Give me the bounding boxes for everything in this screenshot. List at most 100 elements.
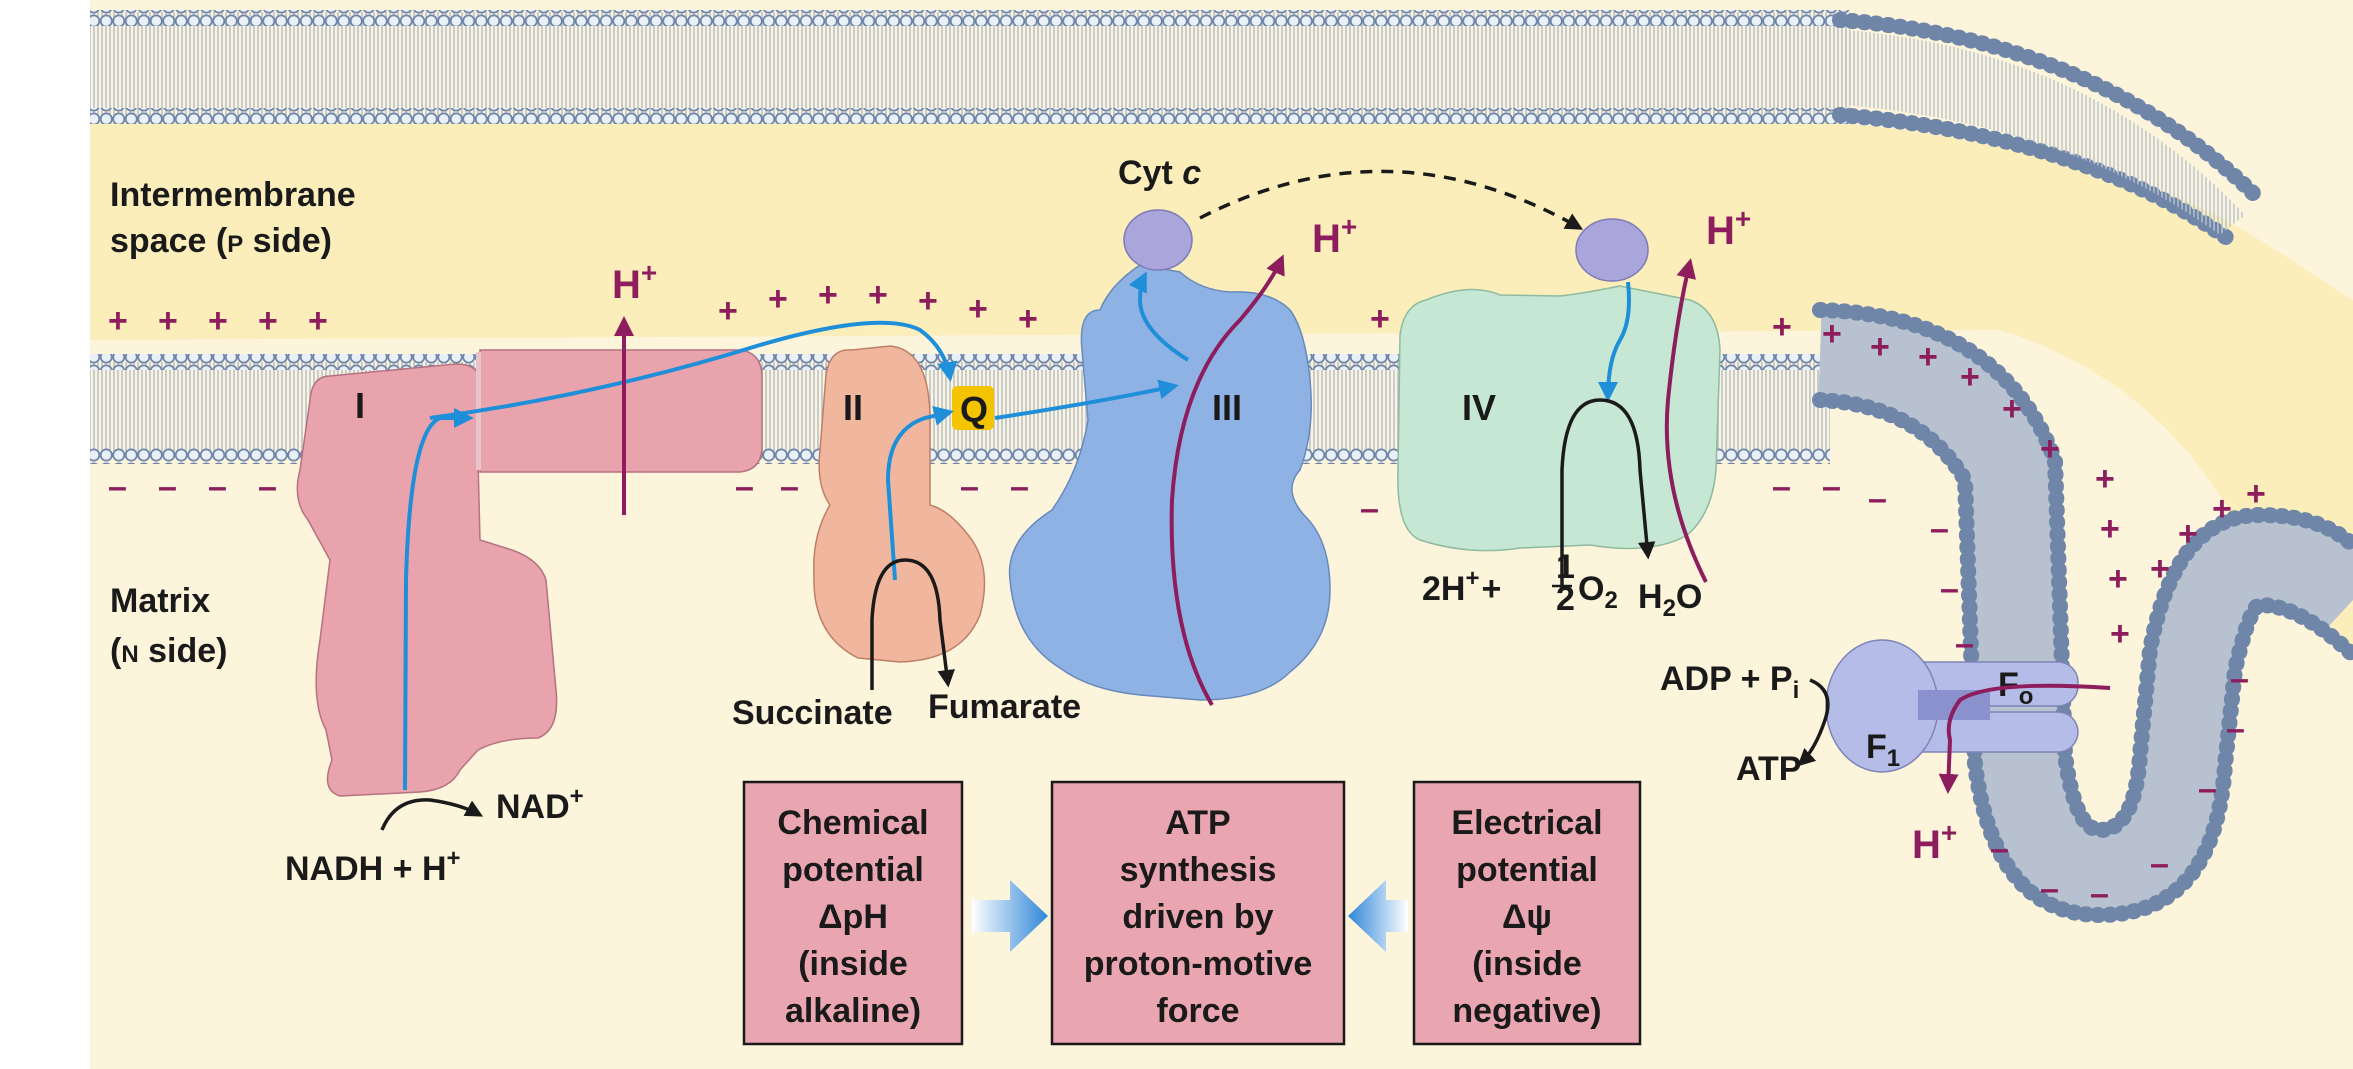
nadh-label: NADH + H+ [285, 845, 461, 888]
svg-text:potential: potential [1456, 851, 1598, 889]
cytochrome-c-1 [1123, 209, 1193, 271]
intermembrane-region [90, 120, 2353, 660]
minus-charge: – [108, 468, 127, 506]
proton-label-complex-IV: H+ [1706, 203, 1751, 253]
reaction-arrows [380, 398, 1830, 831]
minus-charge: – [780, 468, 799, 506]
proton-label-complex-I: H+ [612, 257, 657, 307]
svg-text:proton-motive: proton-motive [1084, 945, 1313, 983]
minus-charge: – [1955, 625, 1974, 663]
electrical-potential-box: Electrical potential Δψ (inside negative… [1412, 780, 1642, 1046]
oxygen-fraction-den: 2 [1556, 580, 1575, 618]
plus-charge: + [818, 276, 838, 314]
plus-charge: + [2100, 510, 2120, 548]
plus-charge: + [768, 280, 788, 318]
complex-I-label: I [355, 385, 365, 426]
plus-charge: + [1822, 315, 1842, 353]
arrow-electrical-to-atp [1348, 880, 1408, 952]
adp-pi-label: ADP + Pi [1660, 660, 1799, 704]
plus-charge: + [108, 302, 128, 340]
svg-text:negative): negative) [1452, 992, 1601, 1030]
svg-text:ATP: ATP [1165, 804, 1230, 842]
plus-charge: + [1960, 358, 1980, 396]
svg-text:driven by: driven by [1122, 898, 1273, 936]
atp-label: ATP [1736, 750, 1801, 788]
complex-I-arm [479, 349, 763, 473]
svg-text:alkaline): alkaline) [785, 992, 921, 1030]
svg-text:force: force [1156, 992, 1239, 1030]
chemical-potential-box: Chemical potential ΔpH (inside alkaline) [742, 780, 964, 1046]
minus-charge: – [1868, 480, 1887, 518]
matrix-label-line2: (N side) [110, 632, 227, 670]
plus-charge: + [1370, 300, 1390, 338]
minus-charge: – [1772, 468, 1791, 506]
ubiquinone-Q-label: Q [960, 389, 988, 430]
minus-charge: – [1822, 468, 1841, 506]
nad-label: NAD+ [496, 783, 584, 826]
minus-charge: – [960, 468, 979, 506]
svg-text:Electrical: Electrical [1451, 804, 1602, 842]
fumarate-label: Fumarate [928, 688, 1081, 726]
F1-label: F1 [1866, 728, 1900, 772]
plus-charge: + [2002, 390, 2022, 428]
svg-text:potential: potential [782, 851, 924, 889]
ubiquinone-Q-box [952, 386, 994, 430]
minus-charge: – [1940, 570, 1959, 608]
minus-charge: – [735, 468, 754, 506]
plus-charge: + [1772, 308, 1792, 346]
plus-charge: + [868, 276, 888, 314]
minus-charge: – [2230, 660, 2249, 698]
proton-arrows [614, 254, 2111, 794]
minus-charge: – [2198, 770, 2217, 808]
atp-synthesis-box: ATP synthesis driven by proton-motive fo… [1050, 780, 1346, 1046]
svg-text:Δψ: Δψ [1502, 898, 1552, 936]
svg-text:ΔpH: ΔpH [818, 898, 888, 936]
minus-charge: – [2226, 710, 2245, 748]
plus-charge: + [1870, 328, 1890, 366]
plus-charge: + [208, 302, 228, 340]
svg-text:(inside: (inside [798, 945, 908, 983]
plus-charge: + [968, 290, 988, 328]
minus-charge: – [158, 468, 177, 506]
complex-IV-label: IV [1462, 387, 1496, 428]
positive-charges: +++++++++++++++++++++++++++++ [108, 276, 2266, 653]
electron-flow-arrows [403, 271, 1631, 791]
outer-membrane [90, 10, 2268, 248]
cytochrome-c-2 [1575, 218, 1649, 282]
minus-charge: – [2150, 845, 2169, 883]
intermembrane-label-line2: space (P side) [110, 222, 332, 260]
minus-charge: – [1930, 510, 1949, 548]
minus-charge: – [258, 468, 277, 506]
minus-charge: – [2040, 870, 2059, 908]
plus-charge: + [918, 282, 938, 320]
complex-IV [1397, 285, 1721, 552]
complex-I [296, 363, 558, 797]
plus-charge: + [2108, 560, 2128, 598]
atp-synthase: F1 Fo [1825, 639, 2079, 773]
svg-text:synthesis: synthesis [1120, 851, 1277, 889]
plus-charge: + [158, 302, 178, 340]
complex-III-label: III [1212, 387, 1242, 428]
minus-charge: – [1010, 468, 1029, 506]
Fo-label: Fo [1998, 666, 2033, 710]
proton-label-atp-synthase: H+ [1912, 817, 1957, 867]
minus-charge: – [2090, 875, 2109, 913]
plus-charge: + [1918, 338, 1938, 376]
plus-charge: + [2178, 515, 2198, 553]
svg-text:Chemical: Chemical [777, 804, 928, 842]
plus-charge: + [2040, 430, 2060, 468]
svg-text:(inside: (inside [1472, 945, 1582, 983]
arrow-chemical-to-atp [972, 880, 1048, 952]
plus-charge: + [718, 292, 738, 330]
complex-II [813, 345, 986, 663]
oxygen-label: O2 [1578, 570, 1618, 614]
succinate-label: Succinate [732, 694, 893, 732]
cytochrome-c-label: Cyt c [1118, 154, 1201, 192]
matrix-label-line1: Matrix [110, 582, 210, 620]
minus-charge: – [1360, 490, 1379, 528]
complex-III [1008, 264, 1331, 701]
water-label: H2O [1638, 578, 1702, 622]
complex-II-label: II [843, 387, 863, 428]
proton-label-complex-III: H+ [1312, 211, 1357, 261]
